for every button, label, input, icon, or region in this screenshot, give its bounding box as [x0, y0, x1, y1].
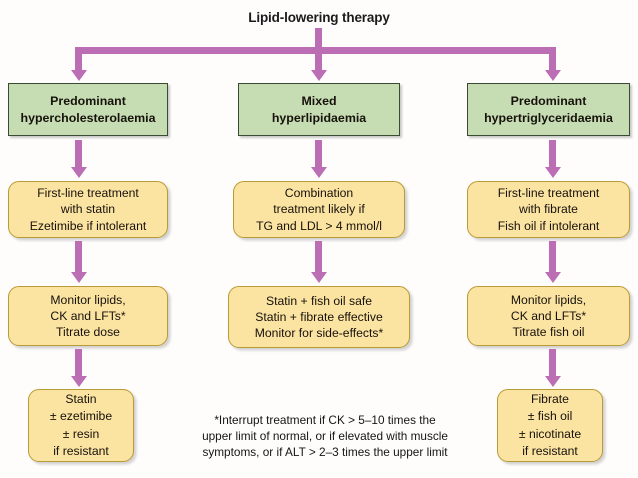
step-line: Statin + fibrate effective [255, 309, 383, 324]
category-box-mixed-hyperlipidaemia: Mixed hyperlipidaemia [238, 83, 400, 136]
step-line: if resistant [522, 443, 578, 458]
category-box-predominant-hypertriglyceridaemia: Predominant hypertriglyceridaemia [467, 83, 630, 136]
connector-col1-step1-to-step2 [75, 241, 82, 275]
step-line: Titrate dose [56, 325, 120, 340]
connector-col2-step1-to-step2 [315, 241, 322, 275]
step-line: ± fish oil [527, 409, 573, 424]
connector-col2-cat-to-step1 [315, 140, 322, 170]
step-box-col1-monitor: Monitor lipids, CK and LFTs* Titrate dos… [8, 286, 168, 346]
connector-branch-right-drop [549, 47, 556, 73]
step-line: Combination [284, 186, 354, 201]
arrowhead-branch-right [544, 70, 561, 81]
category-line: Predominant [50, 94, 126, 109]
connector-title-stem [315, 28, 322, 50]
step-line: CK and LFTs* [510, 308, 587, 323]
step-line: with statin [60, 202, 116, 217]
step-line: Statin [65, 392, 97, 407]
category-line: Mixed [301, 94, 337, 109]
arrowhead-col1-step2 [70, 272, 87, 283]
arrowhead-col1-step3 [70, 376, 87, 387]
connector-col3-cat-to-step1 [549, 140, 556, 170]
step-line: Titrate fish oil [512, 325, 585, 340]
step-line: if resistant [53, 443, 109, 458]
category-box-predominant-hypercholesterolaemia: Predominant hypercholesterolaemia [8, 83, 168, 136]
step-line: CK and LFTs* [50, 308, 126, 323]
step-line: First-line treatment [497, 186, 600, 201]
step-line: Monitor lipids, [50, 292, 126, 307]
arrowhead-branch-mid [310, 70, 327, 81]
step-box-col3-fibrate-combination: Fibrate ± fish oil ± nicotinate if resis… [497, 389, 603, 462]
step-line: with fibrate [519, 202, 578, 217]
footnote-text: *Interrupt treatment if CK > 5–10 times … [170, 412, 480, 460]
arrowhead-col2-step2 [310, 272, 327, 283]
step-line: First-line treatment [37, 186, 139, 201]
step-line: Monitor for side-effects* [254, 326, 384, 341]
step-box-col3-monitor: Monitor lipids, CK and LFTs* Titrate fis… [467, 286, 630, 346]
step-box-col1-statin-combination: Statin ± ezetimibe ± resin if resistant [28, 389, 134, 462]
step-line: Ezetimibe if intolerant [29, 218, 147, 233]
connector-branch-left-drop [75, 47, 82, 73]
step-line: treatment likely if [273, 202, 365, 217]
step-box-col1-first-line-treatment: First-line treatment with statin Ezetimi… [8, 181, 168, 238]
step-line: TG and LDL > 4 mmol/l [256, 218, 382, 233]
arrowhead-col3-step3 [544, 376, 561, 387]
category-line: hyperlipidaemia [271, 110, 367, 125]
category-line: hypertriglyceridaemia [484, 110, 613, 125]
category-line: Predominant [510, 94, 587, 109]
footnote-line: *Interrupt treatment if CK > 5–10 times … [214, 413, 436, 427]
arrowhead-col2-step1 [310, 167, 327, 178]
diagram-title: Lipid-lowering therapy [248, 10, 390, 25]
connector-col1-cat-to-step1 [75, 140, 82, 170]
step-line: Fibrate [531, 392, 569, 407]
footnote-line: symptoms, or if ALT > 2–3 times the uppe… [202, 445, 448, 460]
step-line: ± resin [62, 426, 100, 441]
category-line: hypercholesterolaemia [20, 110, 156, 125]
arrowhead-branch-left [70, 70, 87, 81]
step-line: ± ezetimibe [49, 409, 113, 424]
connector-col3-step1-to-step2 [549, 241, 556, 275]
step-line: Fish oil if intolerant [497, 218, 600, 233]
arrowhead-col1-step1 [70, 167, 87, 178]
step-box-col3-first-line-treatment: First-line treatment with fibrate Fish o… [467, 181, 630, 238]
step-line: ± nicotinate [518, 426, 582, 441]
footnote-line: upper limit of normal, or if elevated wi… [202, 429, 448, 444]
connector-branch-mid-drop [315, 47, 322, 73]
step-line: Statin + fish oil safe [265, 293, 373, 308]
arrowhead-col3-step1 [544, 167, 561, 178]
step-box-col2-safety-monitoring: Statin + fish oil safe Statin + fibrate … [228, 286, 410, 348]
connector-col3-step2-to-step3 [549, 349, 556, 379]
step-line: Monitor lipids, [510, 292, 587, 307]
connector-col1-step2-to-step3 [75, 349, 82, 379]
step-box-col2-combination-treatment: Combination treatment likely if TG and L… [233, 181, 405, 238]
arrowhead-col3-step2 [544, 272, 561, 283]
